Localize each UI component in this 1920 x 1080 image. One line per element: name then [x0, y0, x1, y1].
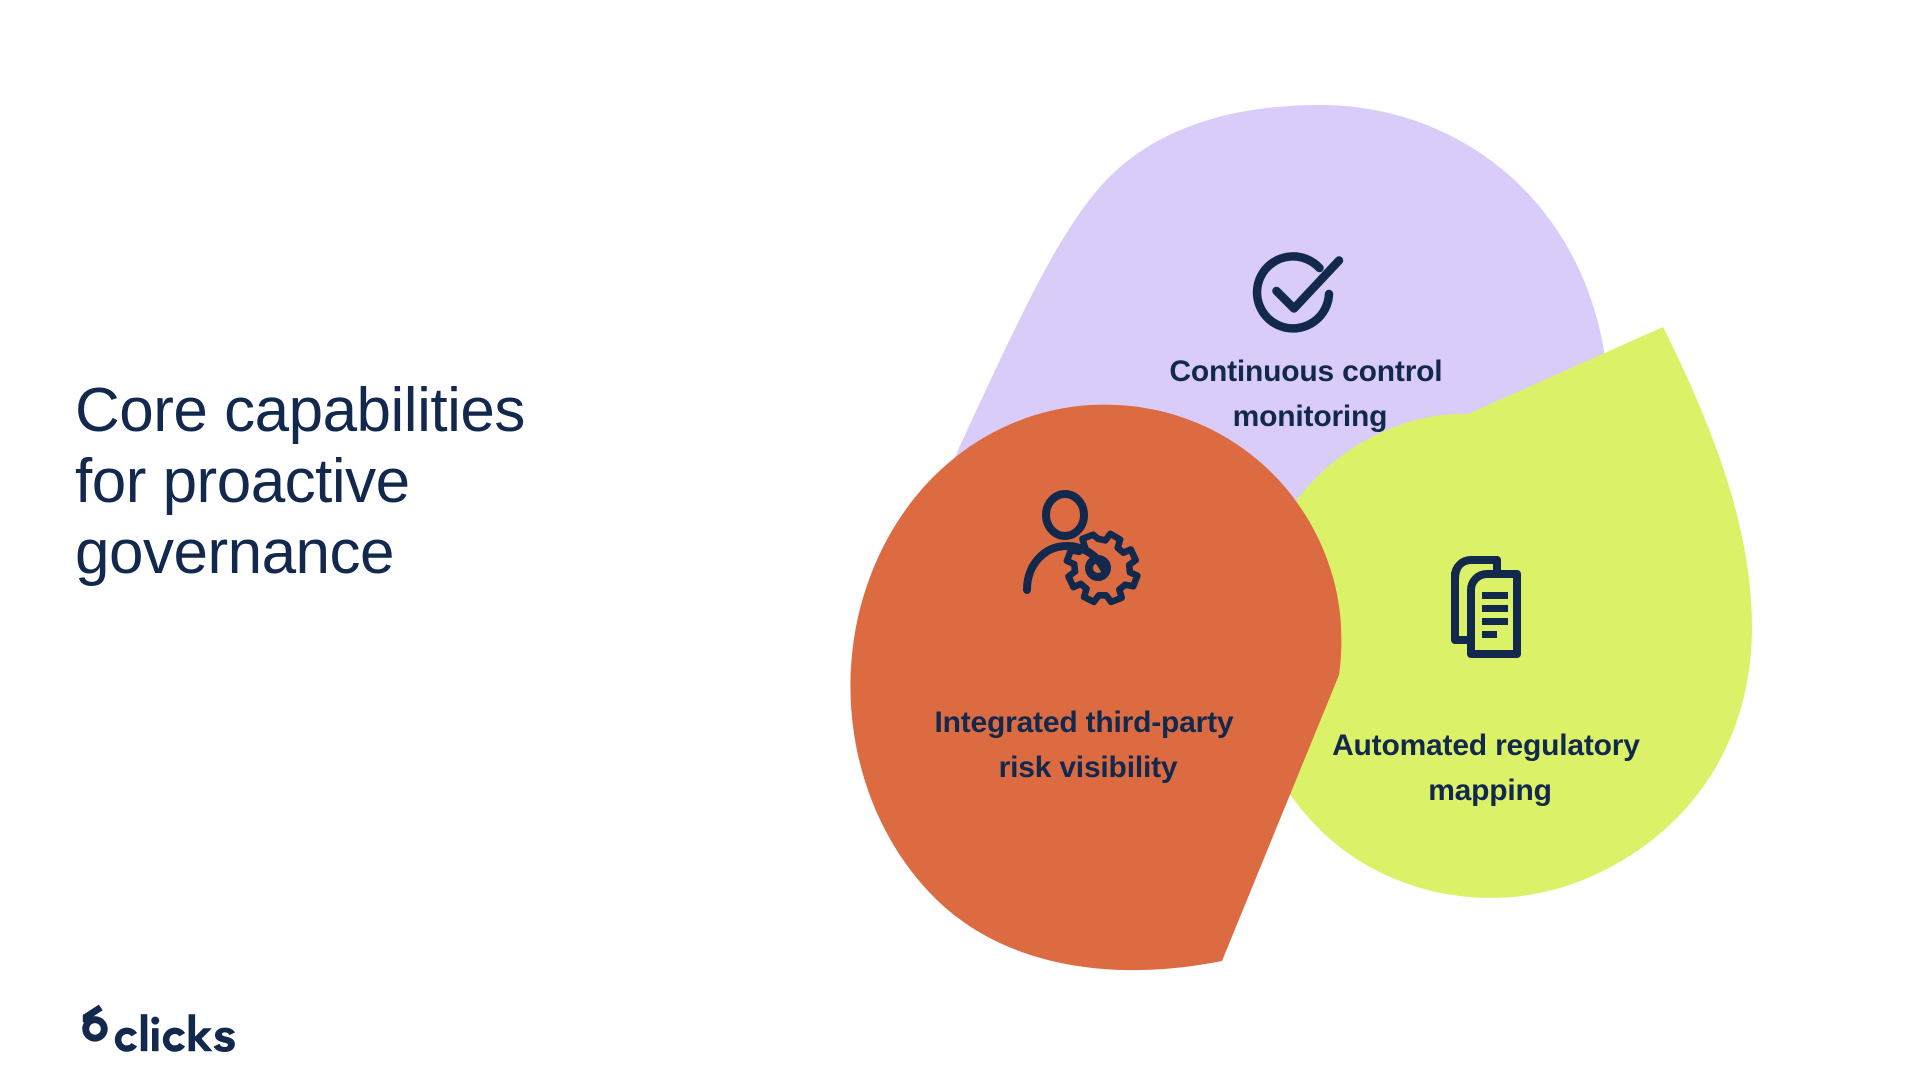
- lobe-green-label: Automated regulatory mapping: [1332, 729, 1648, 807]
- documents-icon: [1450, 556, 1521, 658]
- check-circle-icon: [1252, 252, 1344, 333]
- lobe-purple-label-line1: Continuous control: [1169, 355, 1442, 388]
- page-title: Core capabilities for proactive governan…: [75, 375, 525, 588]
- lobe-orange-label-line2: risk visibility: [999, 751, 1178, 784]
- lobe-green-shape: [1244, 327, 1752, 898]
- capabilities-diagram: Continuous control monitoring: [790, 95, 1790, 1015]
- lobe-green-label-line1: Automated regulatory: [1332, 729, 1640, 762]
- lobe-purple-label-line2: monitoring: [1233, 400, 1388, 433]
- 6clicks-logo-icon: [82, 1004, 235, 1052]
- lobe-purple-label: Continuous control monitoring: [1169, 355, 1450, 433]
- lobe-orange-label-line1: Integrated third-party: [934, 706, 1233, 739]
- lobe-integrated-third-party-risk-visibility[interactable]: Integrated third-party risk visibility: [850, 404, 1342, 971]
- lobe-orange-label: Integrated third-party risk visibility: [934, 706, 1241, 784]
- left-column: Core capabilities for proactive governan…: [0, 0, 700, 1080]
- user-gear-icon: [1023, 490, 1141, 606]
- lobe-orange-shape: [850, 404, 1342, 971]
- brand-logo: [72, 1000, 272, 1056]
- lobe-green-label-line2: mapping: [1428, 774, 1552, 807]
- lobe-automated-regulatory-mapping[interactable]: Automated regulatory mapping: [1244, 327, 1752, 898]
